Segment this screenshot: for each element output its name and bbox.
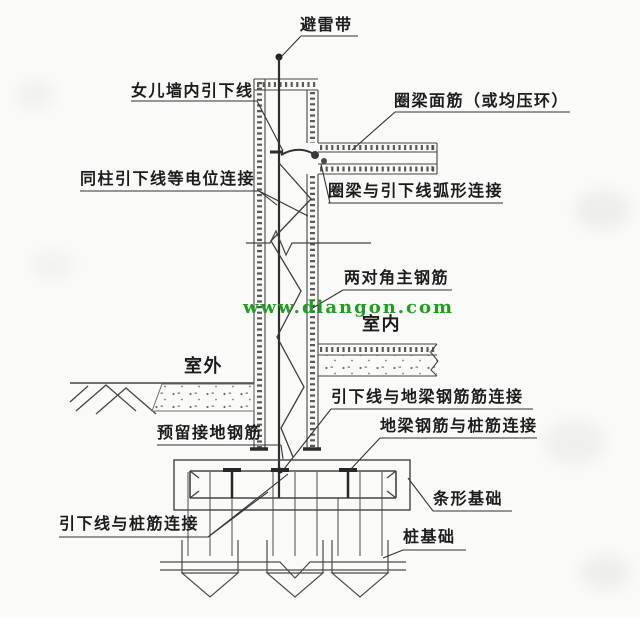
down-conductor [246,53,371,498]
watermark-text: www.diangon.com [243,297,455,318]
label-diagonal-main-rebars: 两对角主钢筋 [344,270,450,287]
strip-foundation-outline [173,459,411,511]
label-down-conductor-ground-beam: 引下线与地梁钢筋筋连接 [331,389,524,406]
label-reserved-grounding-rebar: 预留接地钢筋 [157,425,263,442]
label-parapet-down-conductor: 女儿墙内引下线 [131,83,254,100]
label-down-conductor-pile: 引下线与桩筋连接 [59,516,200,533]
label-ground-beam-pile: 地梁钢筋与桩筋连接 [380,418,538,435]
outdoor-ground [69,382,255,415]
indoor-floor-slab [318,343,439,377]
label-ring-beam-top-rebar: 圈梁面筋（或均压环） [394,93,570,110]
label-column-equipotential: 同柱引下线等电位连接 [80,171,256,188]
label-pile-foundation: 桩基础 [403,529,456,546]
ring-beam [318,142,438,175]
pile-foundation-group [160,472,406,598]
label-strip-foundation: 条形基础 [433,491,504,508]
label-lightning-belt: 避雷带 [300,17,353,34]
wall-and-parapet [250,78,321,451]
label-ring-beam-arc-connection: 圈梁与引下线弧形连接 [328,183,504,200]
leader-lines [59,35,570,559]
label-indoor: 室内 [362,314,401,334]
label-outdoor: 室外 [184,356,223,376]
